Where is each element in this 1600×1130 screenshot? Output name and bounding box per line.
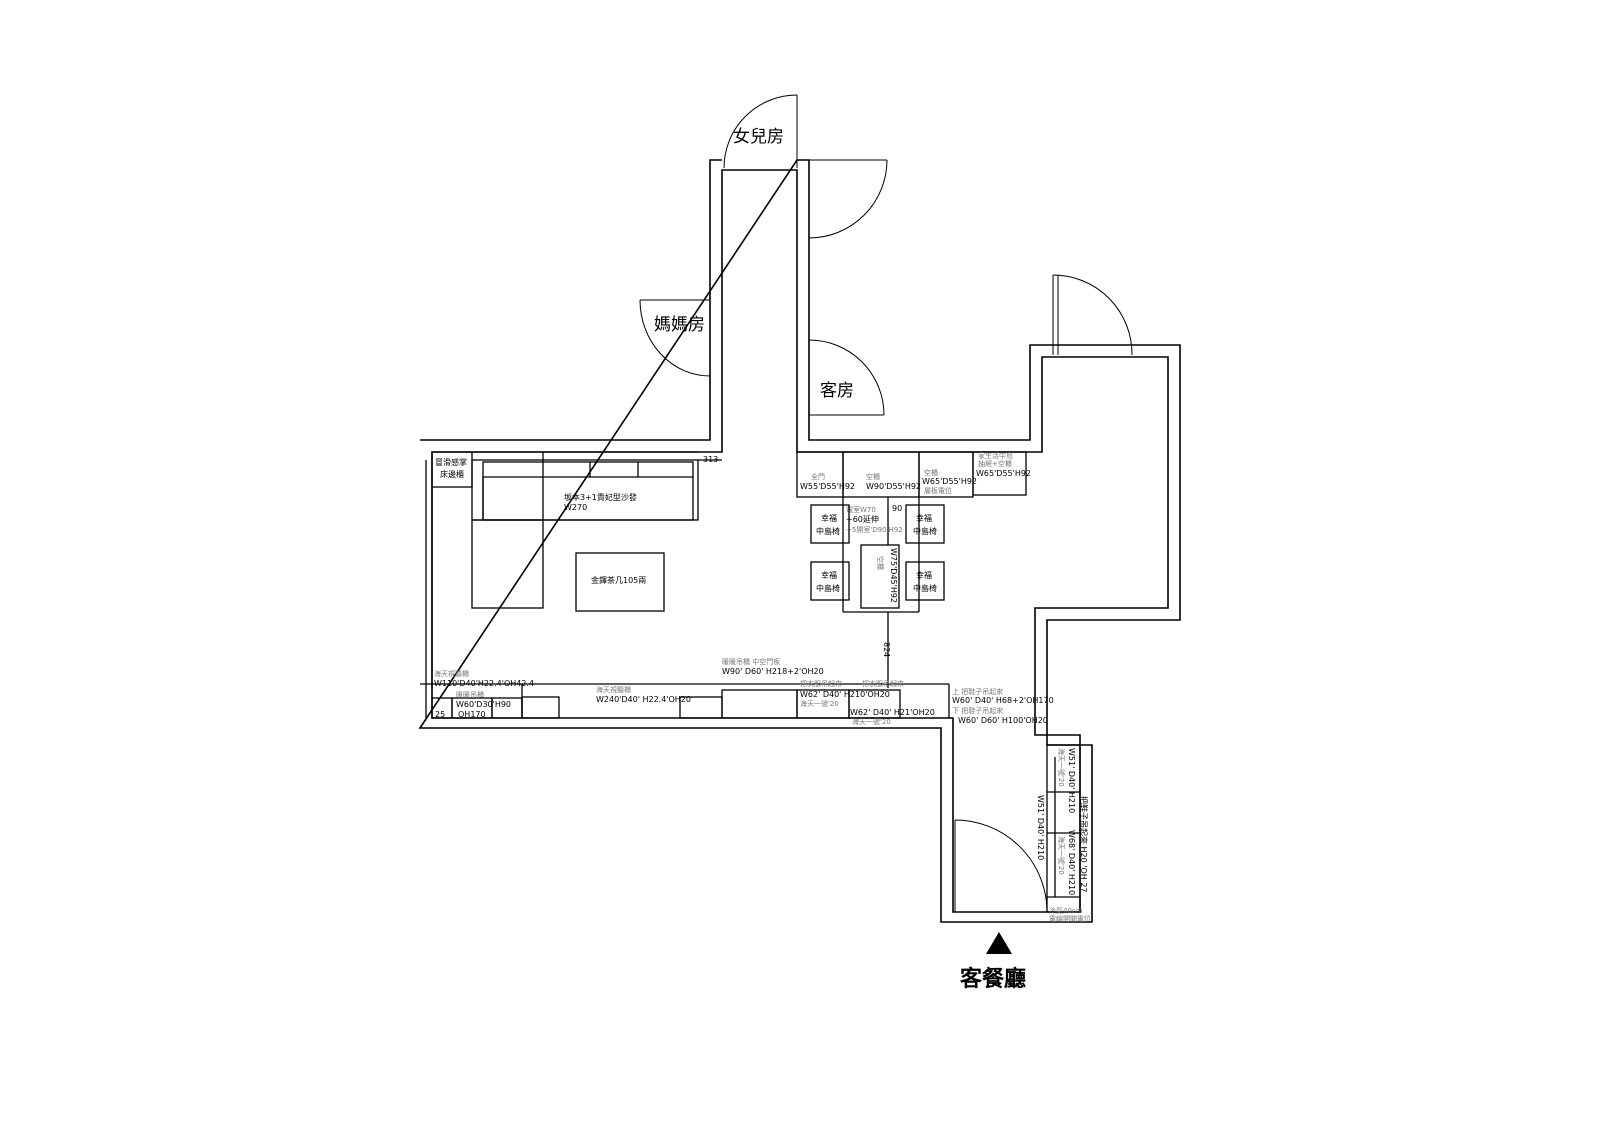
cabinet-label: 全門: [811, 472, 825, 481]
cabinet-size: W90'D55'H92: [866, 482, 921, 491]
island-label: +5開室'D90'H92: [846, 525, 903, 534]
door-mother-room[interactable]: [639, 299, 711, 377]
hanging-cabinet-size: W60'D30'H90: [456, 700, 511, 709]
cabinet-size: W51' D40' H210: [1067, 748, 1076, 813]
svg-text:中島椅: 中島椅: [816, 526, 840, 536]
svg-text:中島椅: 中島椅: [913, 583, 937, 593]
sofa-label: 坂本3+1貴妃型沙發: [564, 492, 637, 502]
tv-cabinet-row: [420, 683, 950, 719]
svg-text:幸福: 幸福: [916, 571, 932, 580]
shoe-cabinet-size: W60' D40' H68+2'OH170: [952, 696, 1054, 705]
kitchen-cabinets: [796, 451, 1027, 498]
door-right-room[interactable]: [1052, 274, 1133, 356]
tv-cabinet-size: W110'D40'H22.4'OH42.4: [434, 679, 534, 688]
island-table-size: W75'D45'H92: [889, 548, 898, 603]
cabinet-note: 海天一號'20: [1057, 836, 1066, 875]
cabinet-size: W51' D40' H210: [1036, 795, 1045, 860]
entrance-cabinets: [1046, 744, 1081, 913]
outer-wall: [418, 159, 1181, 923]
tv-cabinet-label: 海天視聽櫃: [434, 669, 469, 678]
dimension-824: 824: [882, 642, 891, 657]
door-guest-room-2[interactable]: [808, 339, 885, 416]
inner-wall: [431, 169, 1169, 913]
island-label: +60延伸: [846, 514, 879, 524]
dimension-25: 25: [435, 710, 445, 719]
hanging-cabinet-size: W90' D60' H218+2'OH20: [722, 667, 824, 676]
hanging-cabinet-label: 暖暖吊櫃: [456, 690, 484, 699]
note: 冷氣40cm: [1049, 906, 1083, 915]
cabinet-size: W68' D40' H210: [1067, 830, 1076, 895]
heater-label-2: 床邊櫃: [440, 469, 464, 479]
bar-stool: 幸福 中島椅: [905, 504, 945, 544]
wardrobe-note: 海天一號'20: [800, 699, 839, 708]
cabinet-size: W65'D55'H92: [976, 469, 1031, 478]
cabinet-size: 把鞋子吊起來 H20 'OH 27: [1079, 796, 1089, 893]
wardrobe-label: 把衣服吊起來: [800, 679, 842, 688]
svg-text:中島椅: 中島椅: [816, 583, 840, 593]
bar-stool: 幸福 中島椅: [810, 504, 850, 544]
hanging-cabinet-oh: OH170: [458, 710, 486, 719]
bar-stool: 幸福 中島椅: [905, 561, 945, 601]
svg-text:幸福: 幸福: [821, 571, 837, 580]
hanging-cabinet-label: 暖暖吊櫃 中空門板: [722, 657, 780, 666]
sofa: [471, 451, 722, 609]
island-dimension: 90: [892, 504, 902, 513]
shoe-cabinet-label: 上 把鞋子吊起來: [952, 687, 1003, 696]
cabinet-size: W65'D55'H92: [922, 477, 977, 486]
bar-stool: 幸福 中島椅: [810, 561, 850, 601]
cabinet-label: 家生活中島: [978, 451, 1013, 460]
room-label-daughter: 女兒房: [733, 127, 784, 147]
room-label-mother: 媽媽房: [654, 315, 705, 335]
cabinet-note: 層板電位: [924, 486, 952, 495]
cabinet-label: 空櫃: [866, 472, 880, 481]
coffee-table-label: 金鐸茶几105兩: [591, 575, 646, 585]
wardrobe-label: 把衣服吊起來: [862, 679, 904, 688]
cabinet-size: W55'D55'H92: [800, 482, 855, 491]
island-table-note: 空櫃: [876, 556, 885, 570]
shoe-cabinet-size: W60' D60' H100'OH20: [958, 716, 1048, 725]
svg-text:中島椅: 中島椅: [913, 526, 937, 536]
svg-text:幸福: 幸福: [916, 514, 932, 523]
coffee-table: [575, 552, 665, 612]
cabinet-label: 空櫃: [924, 468, 938, 477]
door-entrance[interactable]: [954, 819, 1048, 913]
wardrobe-note: 海天一號'20: [852, 717, 891, 726]
door-daughter-room[interactable]: [723, 94, 798, 169]
svg-text:幸福: 幸福: [821, 514, 837, 523]
island-label: 電室W70: [846, 505, 876, 514]
entrance-arrow-icon: [986, 932, 1012, 954]
cabinet-note: 海天一號'20: [1057, 748, 1066, 787]
wardrobe-size: W62' D40' H210'OH20: [800, 690, 890, 699]
note: 電線開關電位: [1049, 914, 1091, 923]
tv-cabinet-label: 海天視聽櫃: [596, 685, 631, 694]
door-guest-room-1[interactable]: [808, 159, 888, 239]
kitchen-island: [842, 497, 920, 688]
shoe-cabinet-label: 下 把鞋子吊起來: [952, 706, 1003, 715]
tv-cabinet-size: W240'D40' H22.4'OH20: [596, 695, 691, 704]
room-label-guest: 客房: [820, 381, 854, 401]
dimension-313: 313: [703, 455, 718, 464]
room-label-living-dining: 客餐廳: [960, 966, 1026, 992]
wardrobe-size: W62' D40' H21'OH20: [850, 708, 935, 717]
heater-label: 冒滑感掌: [435, 457, 467, 467]
cabinet-label: 抽屜+空櫃: [978, 459, 1012, 468]
sofa-size: W270: [564, 503, 587, 512]
